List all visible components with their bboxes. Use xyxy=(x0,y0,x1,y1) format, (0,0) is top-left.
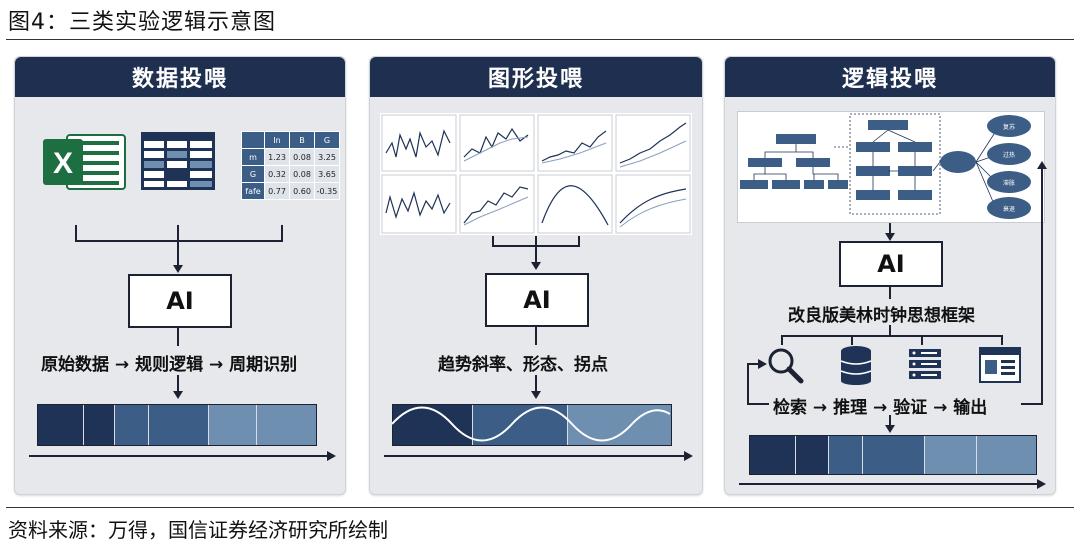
grid-table-icon xyxy=(141,132,215,190)
panel-header: 图形投喂 xyxy=(370,57,702,97)
ai-box: AI xyxy=(839,241,943,287)
connector-line xyxy=(177,241,179,267)
connector-line xyxy=(281,225,283,241)
panel-chart-feed: 图形投喂 AI 趋势斜率、形态、拐点 xyxy=(369,56,703,495)
connector-line xyxy=(535,325,537,345)
connector-line xyxy=(177,225,179,241)
process-caption: 检索 → 推理 → 验证 → 输出 xyxy=(773,398,988,418)
time-axis-arrow xyxy=(327,451,336,461)
feedback-line xyxy=(747,363,759,365)
connector-line xyxy=(781,335,783,345)
connector-line xyxy=(177,375,179,393)
browser-window-icon xyxy=(979,347,1021,383)
database-icon xyxy=(840,346,872,385)
cycle-phase-oval: 过热 xyxy=(987,143,1031,165)
data-table: In B G m 1.23 0.08 3.25 G 0.32 0.08 3.65… xyxy=(241,131,340,200)
search-icon xyxy=(768,348,804,384)
process-caption: 趋势斜率、形态、拐点 xyxy=(438,355,608,375)
table-cell: 0.08 xyxy=(289,165,315,183)
connector-line xyxy=(781,335,1003,337)
connector-line xyxy=(535,375,537,393)
top-rule xyxy=(6,39,1074,40)
table-cell: -0.35 xyxy=(314,182,340,200)
table-cell: fafe xyxy=(241,182,265,200)
connector-line xyxy=(75,225,77,241)
connector-line xyxy=(177,326,179,346)
connector-line xyxy=(889,223,891,235)
panel-header: 逻辑投喂 xyxy=(725,57,1055,97)
time-axis xyxy=(384,455,686,457)
connector-line xyxy=(889,325,891,335)
bottom-rule xyxy=(6,507,1074,508)
chart-thumbnails-collage xyxy=(380,113,692,235)
connector-line xyxy=(535,236,537,246)
process-caption: 原始数据 → 规则逻辑 → 周期识别 xyxy=(41,355,298,375)
framework-caption: 改良版美林时钟思想框架 xyxy=(788,306,975,326)
cycle-phase-oval: 滞胀 xyxy=(987,171,1031,193)
arrow-down xyxy=(531,262,541,270)
feedback-line xyxy=(1021,403,1043,405)
arrow-down xyxy=(173,391,183,399)
table-cell: m xyxy=(241,148,265,166)
table-cell: 0.08 xyxy=(289,148,315,166)
arrow-down xyxy=(531,391,541,399)
connector-line xyxy=(492,236,494,246)
cycle-phase-oval: 复苏 xyxy=(987,115,1031,137)
table-cell: 3.25 xyxy=(314,148,340,166)
connector-line xyxy=(889,285,891,299)
figure-title: 图4：三类实验逻辑示意图 xyxy=(8,10,276,35)
connector-line xyxy=(75,240,283,242)
connector-line xyxy=(578,236,580,246)
svg-text:X: X xyxy=(53,147,73,180)
panel-header: 数据投喂 xyxy=(15,57,345,97)
connector-line xyxy=(921,335,923,345)
table-cell: 1.23 xyxy=(264,148,290,166)
table-cell: G xyxy=(241,165,265,183)
cycle-bar xyxy=(37,404,317,446)
table-cell: 0.77 xyxy=(264,182,290,200)
time-axis xyxy=(29,455,329,457)
table-cell: 0.60 xyxy=(289,182,315,200)
connector-line xyxy=(889,415,891,427)
feedback-arrow xyxy=(758,359,767,369)
ai-box: AI xyxy=(128,274,232,328)
arrow-down xyxy=(885,425,895,433)
arrow-down xyxy=(173,265,183,273)
connector-line xyxy=(851,335,853,345)
server-icon xyxy=(909,349,941,379)
table-header-cell xyxy=(241,131,265,149)
arrow-down xyxy=(885,233,895,241)
table-header-cell: G xyxy=(314,131,340,149)
panel-data-feed: 数据投喂 X In B G m 1.23 0.08 xyxy=(14,56,346,495)
feedback-arrow xyxy=(1037,161,1047,169)
connector-line xyxy=(535,246,537,264)
ai-box: AI xyxy=(485,273,589,327)
excel-icon: X xyxy=(43,134,126,190)
time-axis-arrow xyxy=(1037,479,1046,489)
time-axis-arrow xyxy=(684,451,693,461)
table-header-cell: In xyxy=(264,131,290,149)
cycle-phase-oval: 衰退 xyxy=(987,197,1031,219)
cycle-bar xyxy=(749,435,1037,475)
table-cell: 3.65 xyxy=(314,165,340,183)
panel-logic-feed: 逻辑投喂 复苏 过热 xyxy=(724,56,1056,495)
feedback-line xyxy=(747,363,749,403)
table-header-cell: B xyxy=(289,131,315,149)
table-cell: 0.32 xyxy=(264,165,290,183)
sine-wave xyxy=(392,406,670,442)
source-note: 资料来源：万得，国信证券经济研究所绘制 xyxy=(8,518,388,542)
feedback-line xyxy=(1041,169,1043,405)
feedback-line xyxy=(747,403,769,405)
time-axis xyxy=(739,483,1039,485)
connector-line xyxy=(1001,335,1003,345)
